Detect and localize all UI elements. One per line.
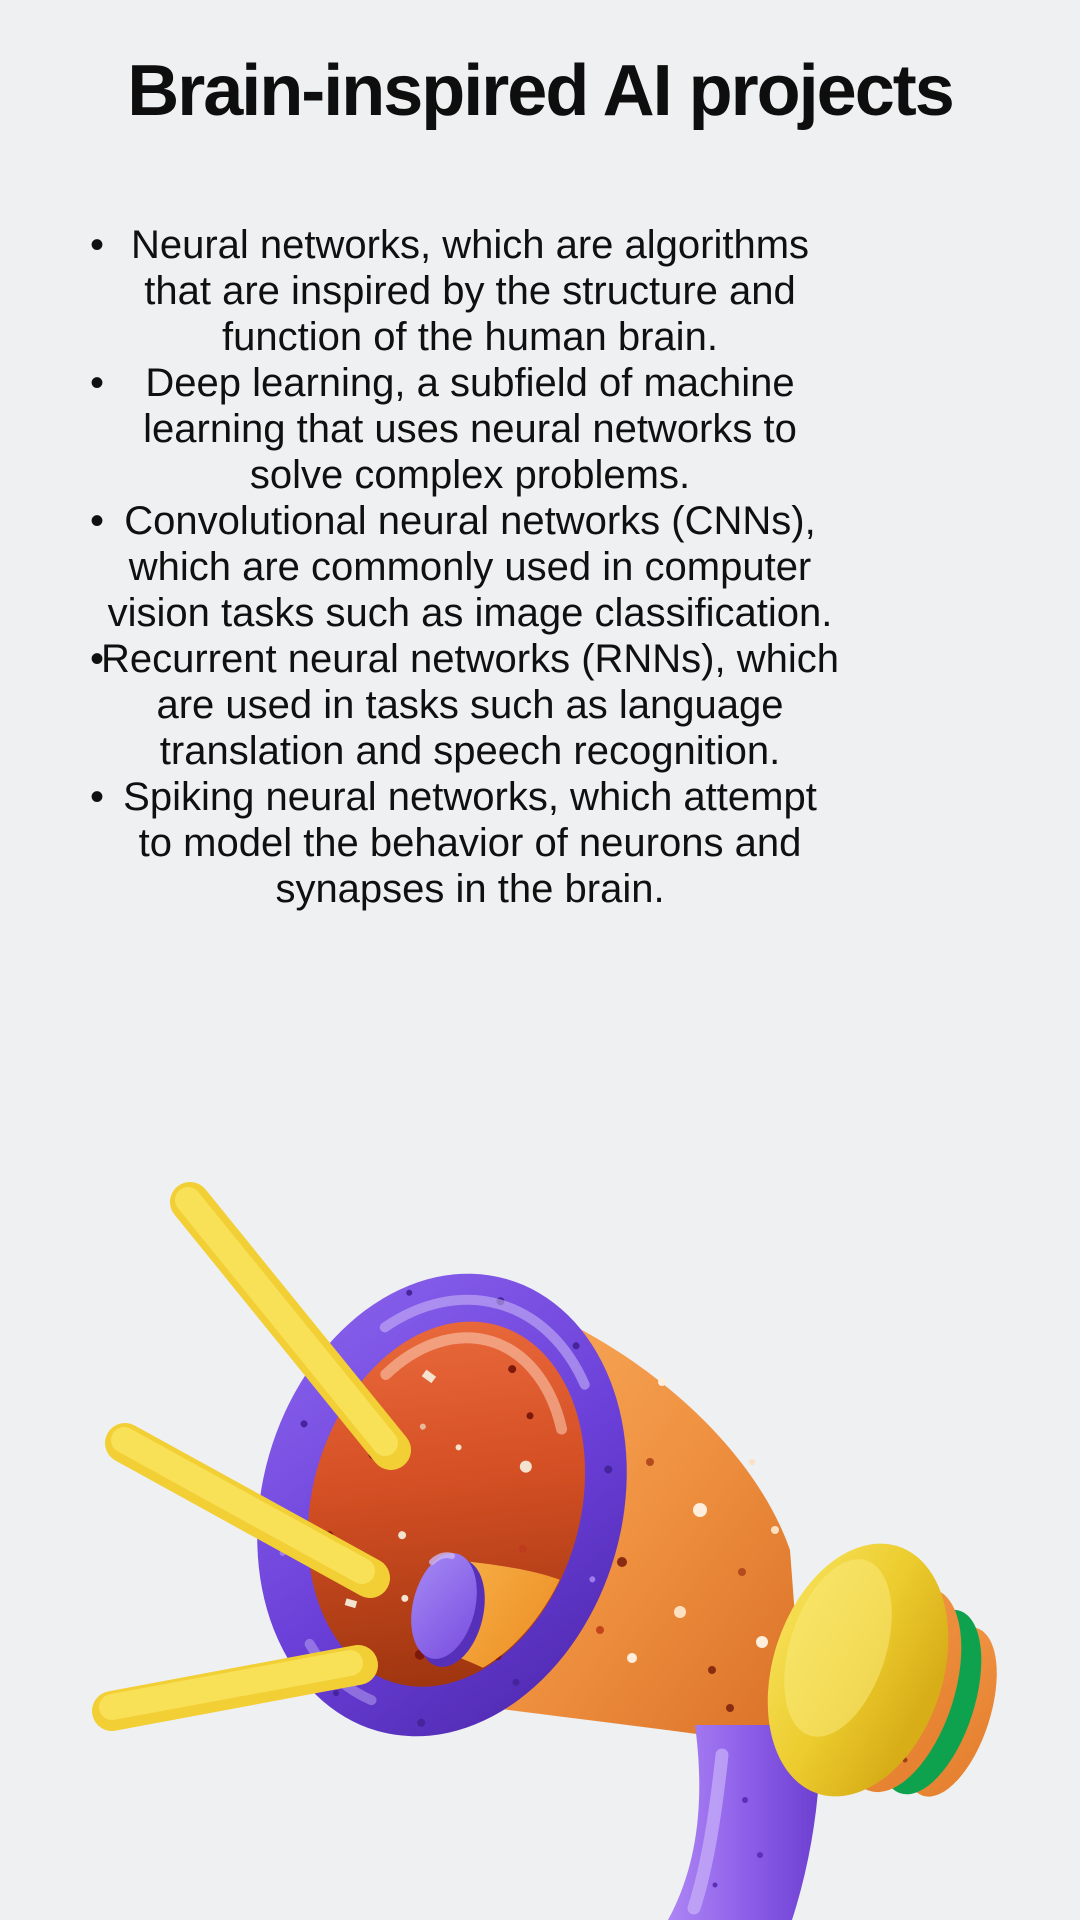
bullet-line: solve complex problems. bbox=[249, 453, 691, 497]
megaphone-handle bbox=[668, 1725, 821, 1920]
bullet-line: Convolutional neural networks (CNNs), bbox=[124, 499, 816, 543]
bullet-line: to model the behavior of neurons and bbox=[138, 821, 802, 865]
sound-ray-icon bbox=[170, 1182, 411, 1470]
megaphone-button bbox=[411, 1552, 485, 1667]
bullet-marker-icon: • bbox=[90, 361, 105, 405]
bullet-marker-icon: • bbox=[90, 637, 105, 681]
bullet-marker-icon: • bbox=[90, 775, 105, 819]
bullet-line: translation and speech recognition. bbox=[159, 729, 781, 773]
bullet-item: • Convolutional neural networks (CNNs),wh… bbox=[60, 498, 880, 636]
megaphone-illustration bbox=[92, 1182, 997, 1920]
bullet-marker-icon: • bbox=[90, 499, 105, 543]
bullet-line: synapses in the brain. bbox=[275, 867, 665, 911]
bullet-line: that are inspired by the structure and bbox=[144, 269, 796, 313]
bullet-line: Recurrent neural networks (RNNs), which bbox=[100, 637, 839, 681]
bullet-line: learning that uses neural networks to bbox=[143, 407, 797, 451]
bullet-line: vision tasks such as image classificatio… bbox=[107, 591, 833, 635]
bullet-line: Neural networks, which are algorithms bbox=[130, 223, 810, 267]
page-title: Brain-inspired AI projects bbox=[127, 51, 955, 131]
bullet-marker-icon: • bbox=[90, 223, 105, 267]
sound-ray-icon bbox=[92, 1645, 378, 1731]
bullet-line: Spiking neural networks, which attempt bbox=[123, 775, 817, 819]
bullet-line: are used in tasks such as language bbox=[156, 683, 784, 727]
megaphone-collar bbox=[767, 1543, 949, 1797]
bullet-line: Deep learning, a subfield of machine bbox=[145, 361, 795, 405]
bullet-line: function of the human brain. bbox=[222, 315, 718, 359]
cone-speckles bbox=[325, 1365, 534, 1661]
bullet-item: •Recurrent neural networks (RNNs), which… bbox=[60, 636, 880, 774]
sound-rays bbox=[92, 1182, 411, 1731]
bullet-line: which are commonly used in computer bbox=[128, 545, 812, 589]
sound-ray-icon bbox=[105, 1423, 390, 1598]
